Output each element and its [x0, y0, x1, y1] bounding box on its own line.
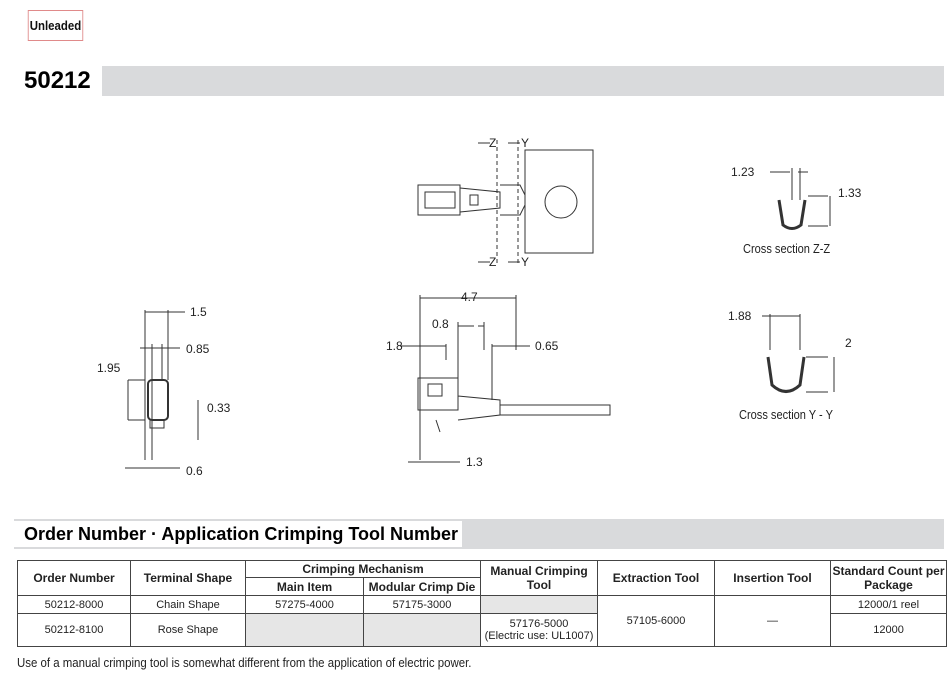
footnote: Use of a manual crimping tool is somewha… — [17, 655, 472, 670]
dim-yy-height: 2 — [845, 336, 852, 350]
insertion-tool: — — [714, 595, 832, 647]
section-mark-z-bottom: Z — [489, 255, 497, 269]
terminal-shape: Rose Shape — [130, 613, 246, 647]
section-mark-y-top: Y — [521, 136, 530, 150]
header-crimping-mechanism: Crimping Mechanism — [244, 560, 482, 578]
front-view-drawing — [125, 310, 199, 469]
caption-zz: Cross section Z-Z — [743, 241, 831, 256]
order-number: 50212-8000 — [17, 595, 131, 614]
dim-side-5: 1.3 — [466, 455, 483, 469]
standard-count: 12000 — [830, 613, 948, 647]
manual-tool-number: 57176-5000 — [509, 618, 569, 630]
table-row: 50212-8000 Chain Shape 57275-4000 57175-… — [17, 595, 948, 647]
title-bar — [14, 66, 944, 96]
extraction-tool: 57105-6000 — [597, 595, 716, 647]
header-insertion-tool: Insertion Tool — [714, 560, 832, 596]
cross-section-zz — [770, 168, 831, 230]
section-mark-z-top: Z — [489, 136, 497, 150]
dim-front-5: 0.6 — [186, 464, 203, 478]
header-modular-crimp-die: Modular Crimp Die — [362, 577, 482, 596]
main-item: 57275-4000 — [245, 595, 364, 614]
caption-yy: Cross section Y - Y — [739, 407, 833, 422]
top-view-drawing — [417, 140, 594, 265]
header-standard-count: Standard Count per Package — [830, 560, 948, 596]
section-title: Order Number · Application Crimping Tool… — [14, 521, 463, 547]
technical-drawing — [125, 140, 835, 469]
dim-zz-width: 1.23 — [731, 165, 755, 179]
header-extraction-tool: Extraction Tool — [597, 560, 716, 596]
part-number: 50212 — [14, 66, 102, 96]
dim-side-1: 4.7 — [461, 290, 478, 304]
main-item-empty — [245, 613, 364, 647]
dim-side-4: 0.65 — [535, 339, 559, 353]
modular-crimp-die: 57175-3000 — [362, 595, 482, 614]
dim-front-2: 0.85 — [186, 342, 210, 356]
header-main-item: Main Item — [245, 577, 364, 596]
dim-side-3: 1.8 — [386, 339, 403, 353]
dim-front-3: 1.95 — [97, 361, 121, 375]
order-table: Order Number Terminal Shape Crimping Mec… — [17, 560, 948, 647]
side-view-drawing — [400, 295, 611, 463]
header-terminal-shape: Terminal Shape — [130, 560, 246, 596]
unleaded-badge: Unleaded — [27, 10, 84, 41]
manual-crimping-tool-empty — [480, 595, 599, 614]
standard-count: 12000/1 reel — [830, 595, 948, 614]
table-row: 50212-8100 Rose Shape 57176-5000(Electri… — [17, 613, 948, 647]
dim-side-2: 0.8 — [432, 317, 449, 331]
manual-crimping-tool: 57176-5000(Electric use: UL1007) — [480, 613, 599, 647]
cross-section-yy — [762, 314, 835, 393]
dim-zz-height: 1.33 — [838, 186, 862, 200]
modular-crimp-die-empty — [362, 613, 482, 647]
terminal-shape: Chain Shape — [130, 595, 246, 614]
manual-tool-note: (Electric use: UL1007) — [484, 630, 594, 642]
dim-yy-width: 1.88 — [728, 309, 752, 323]
section-mark-y-bottom: Y — [521, 255, 530, 269]
dim-front-1: 1.5 — [190, 305, 207, 319]
dim-front-4: 0.33 — [207, 401, 231, 415]
header-order-number: Order Number — [17, 560, 131, 596]
order-number: 50212-8100 — [17, 613, 131, 647]
header-manual-crimping-tool: Manual Crimping Tool — [480, 560, 599, 596]
